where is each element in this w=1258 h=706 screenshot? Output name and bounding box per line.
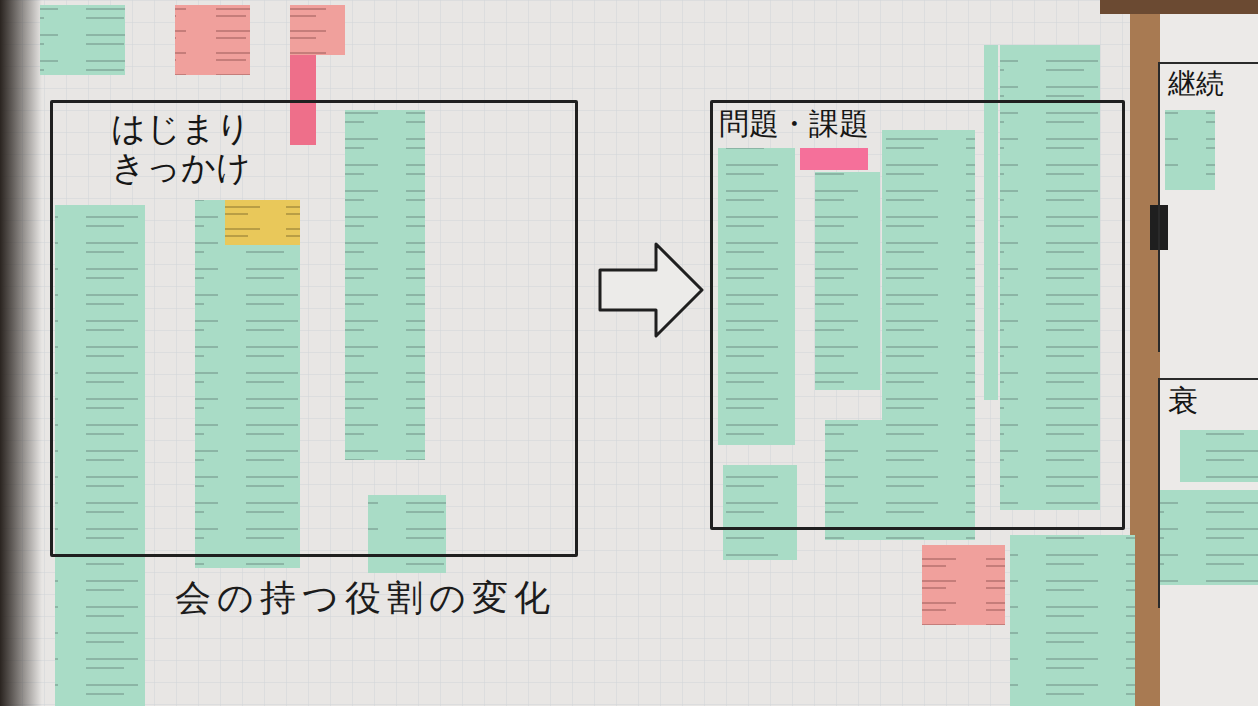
caption-label: 会の持つ役割の変化	[175, 574, 556, 623]
heading-text: 衰	[1168, 384, 1198, 419]
side-panel: 衰	[1158, 378, 1258, 608]
stage-box: はじまり きっかけ	[50, 100, 578, 557]
heading-text: 継続	[1168, 68, 1224, 100]
side-panel: 継続	[1158, 62, 1258, 352]
heading-text: 問題・課題	[719, 107, 869, 142]
heading-text: はじまり きっかけ	[111, 109, 271, 187]
block-arrow	[600, 244, 702, 336]
stage-box: 問題・課題	[710, 100, 1125, 530]
